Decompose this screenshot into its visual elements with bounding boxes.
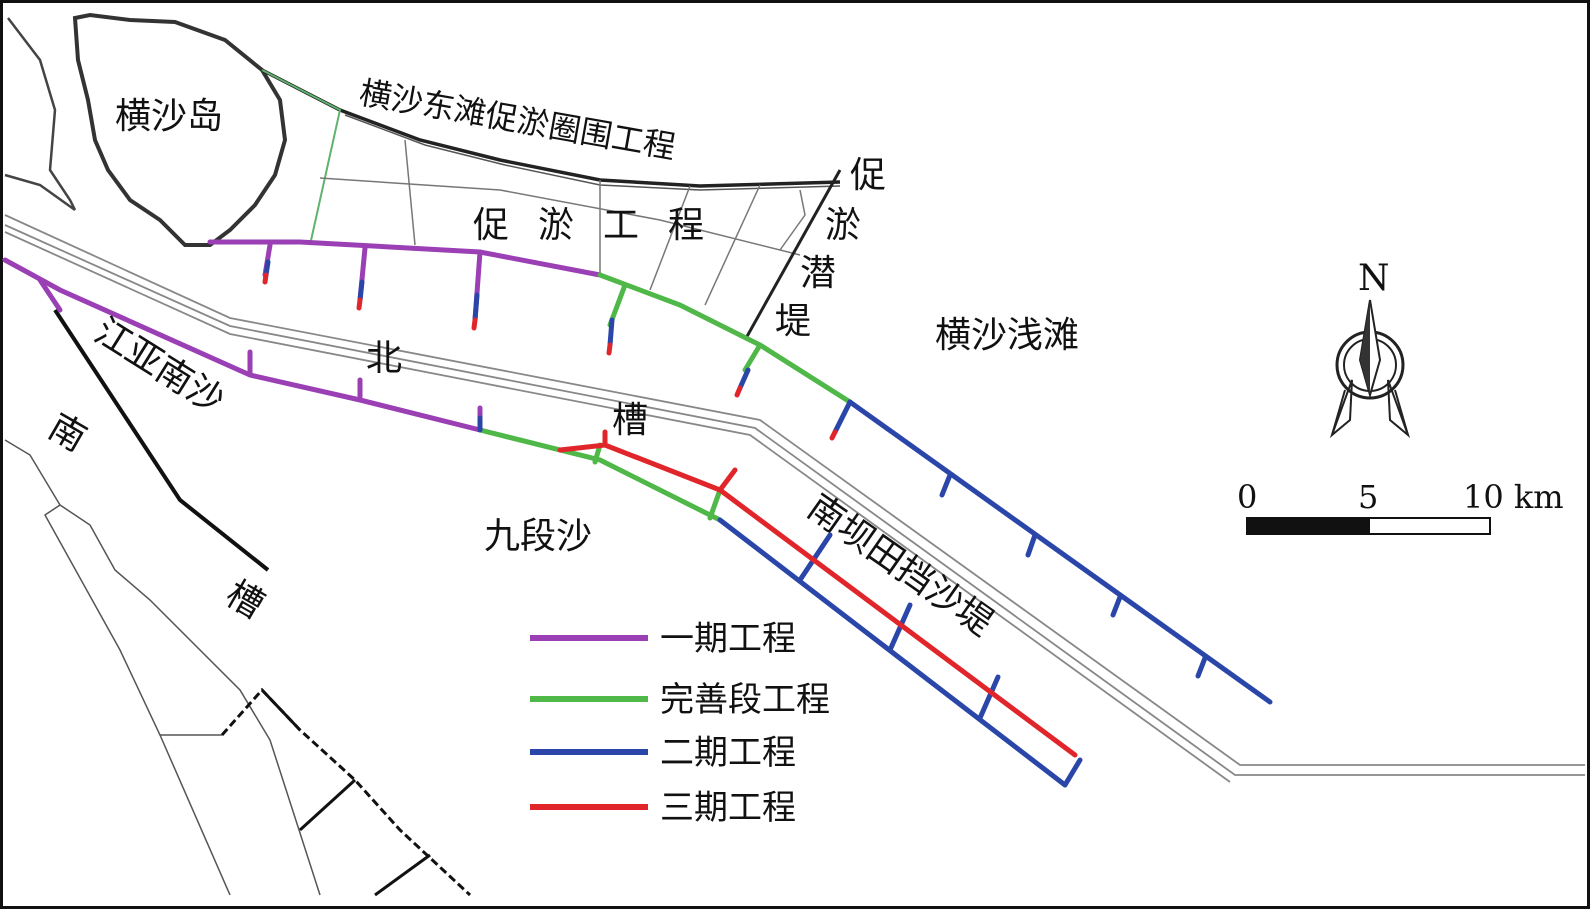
north-arrow-icon: N (1329, 258, 1411, 439)
label-hengsha-island: 横沙岛 (115, 96, 223, 137)
legend-label-phase2: 二期工程 (660, 733, 796, 773)
label-siltation-1: 促 (473, 205, 509, 246)
phase2-south-dike (717, 517, 1083, 788)
north-channel-banks (4, 214, 1585, 783)
jiuduansha-outline (4, 439, 321, 896)
hengsha-island-outline (72, 12, 288, 247)
label-north-channel-2: 槽 (612, 400, 648, 441)
scale-bar-black-segment (1246, 517, 1370, 535)
siltation-submerged-dike (743, 169, 842, 341)
scale-bar: 0 5 10 km (1237, 478, 1564, 535)
legend-label-improve: 完善段工程 (660, 680, 830, 720)
legend-label-phase1: 一期工程 (660, 619, 796, 659)
siltation-grid (319, 139, 806, 306)
legend-label-phase3: 三期工程 (660, 788, 796, 828)
label-siltation-4: 程 (668, 205, 704, 246)
scale-tick-10km: 10 km (1463, 478, 1564, 516)
hengsha-island-west-shore (4, 17, 77, 212)
south-channel-dike (53, 308, 270, 572)
phase3-dike (557, 429, 1078, 758)
label-dike-2: 淤 (825, 205, 861, 246)
jiuduansha-breakwater (220, 687, 472, 897)
phase2-spur-extensions (263, 259, 751, 433)
label-north-channel-1: 北 (366, 338, 402, 379)
north-arrow-label: N (1358, 258, 1390, 299)
label-dike-1: 促 (850, 155, 886, 196)
label-jiuduansha: 九段沙 (484, 516, 592, 557)
label-dike-4: 堤 (775, 301, 811, 342)
phase3-spur-tips (262, 272, 838, 441)
label-siltation-2: 淤 (538, 205, 574, 246)
scale-tick-0: 0 (1237, 478, 1257, 516)
legend: 一期工程 完善段工程 二期工程 三期工程 (530, 619, 830, 828)
phase2-north-dike (832, 399, 1273, 705)
reclamation-boundary-green (261, 69, 342, 246)
label-siltation-3: 工 (603, 205, 639, 246)
scale-bar-white-segment (1368, 517, 1491, 535)
label-dike-3: 潜 (800, 253, 836, 294)
scale-tick-5: 5 (1358, 478, 1378, 516)
label-hengsha-shoal: 横沙浅滩 (935, 315, 1079, 356)
hengsha-east-reclamation-dike-inner (344, 114, 841, 191)
